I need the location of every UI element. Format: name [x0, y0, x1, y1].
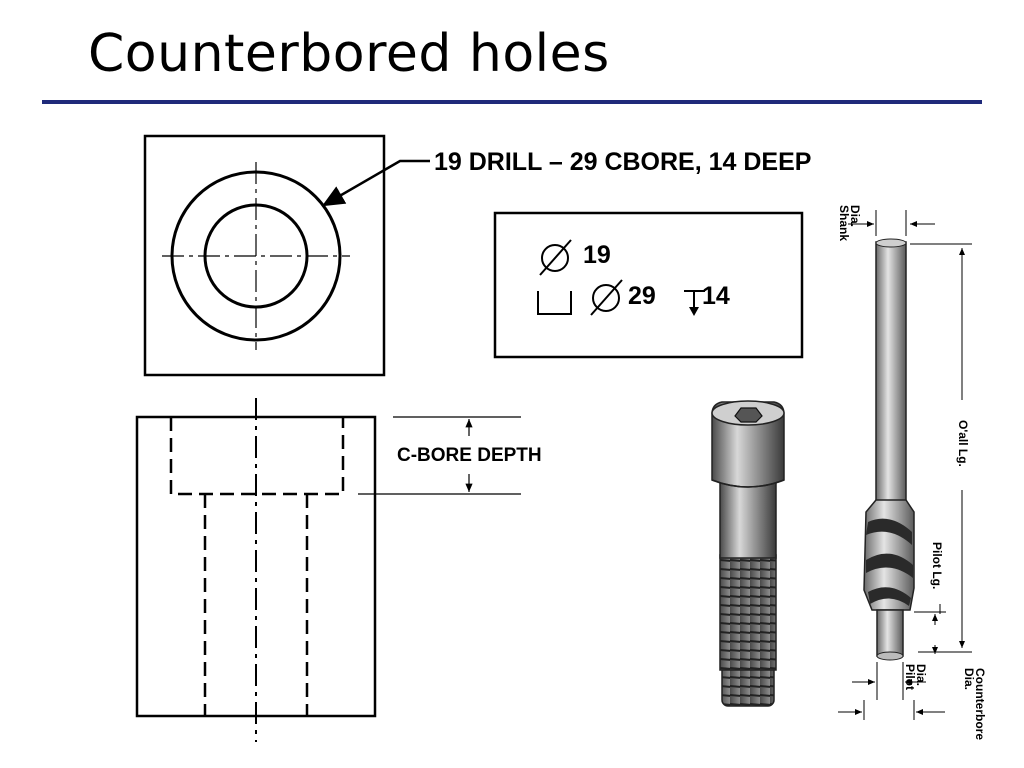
section-view	[135, 398, 521, 742]
cap-screw-image	[711, 400, 785, 707]
shank-dia-label: Shank Dia.	[837, 205, 862, 244]
counterbore-symbol-icon	[537, 291, 572, 315]
pilot-dia-label: Pilot Dia.	[903, 664, 928, 693]
top-view	[143, 134, 430, 377]
callout-leader	[321, 159, 430, 207]
hex-socket-icon	[734, 407, 763, 423]
counterbore-dia-label: Counterbore Dia.	[962, 668, 987, 743]
cbore-diameter-value: 29	[628, 282, 656, 310]
diameter-symbol-icon	[590, 279, 623, 316]
top-view-frame	[143, 134, 386, 377]
pilot-length-label: Pilot Lg.	[930, 542, 944, 589]
symbol-note-frame	[493, 211, 804, 359]
callout-note: 19 DRILL – 29 CBORE, 14 DEEP	[434, 148, 812, 176]
counterbore-tool-image: Shank Dia. O'all Lg. Pilot Lg. Pilot Dia…	[837, 205, 987, 743]
cbore-depth-value: 14	[702, 282, 730, 310]
symbol-note	[493, 211, 804, 359]
slide-title: Counterbored holes	[88, 24, 610, 84]
cbore-depth-label: C-BORE DEPTH	[397, 445, 542, 466]
drill-diameter-value: 19	[583, 241, 611, 269]
depth-symbol-icon	[684, 290, 705, 316]
diameter-symbol-icon	[539, 239, 572, 276]
overall-length-label: O'all Lg.	[956, 420, 970, 467]
title-divider	[42, 100, 982, 104]
